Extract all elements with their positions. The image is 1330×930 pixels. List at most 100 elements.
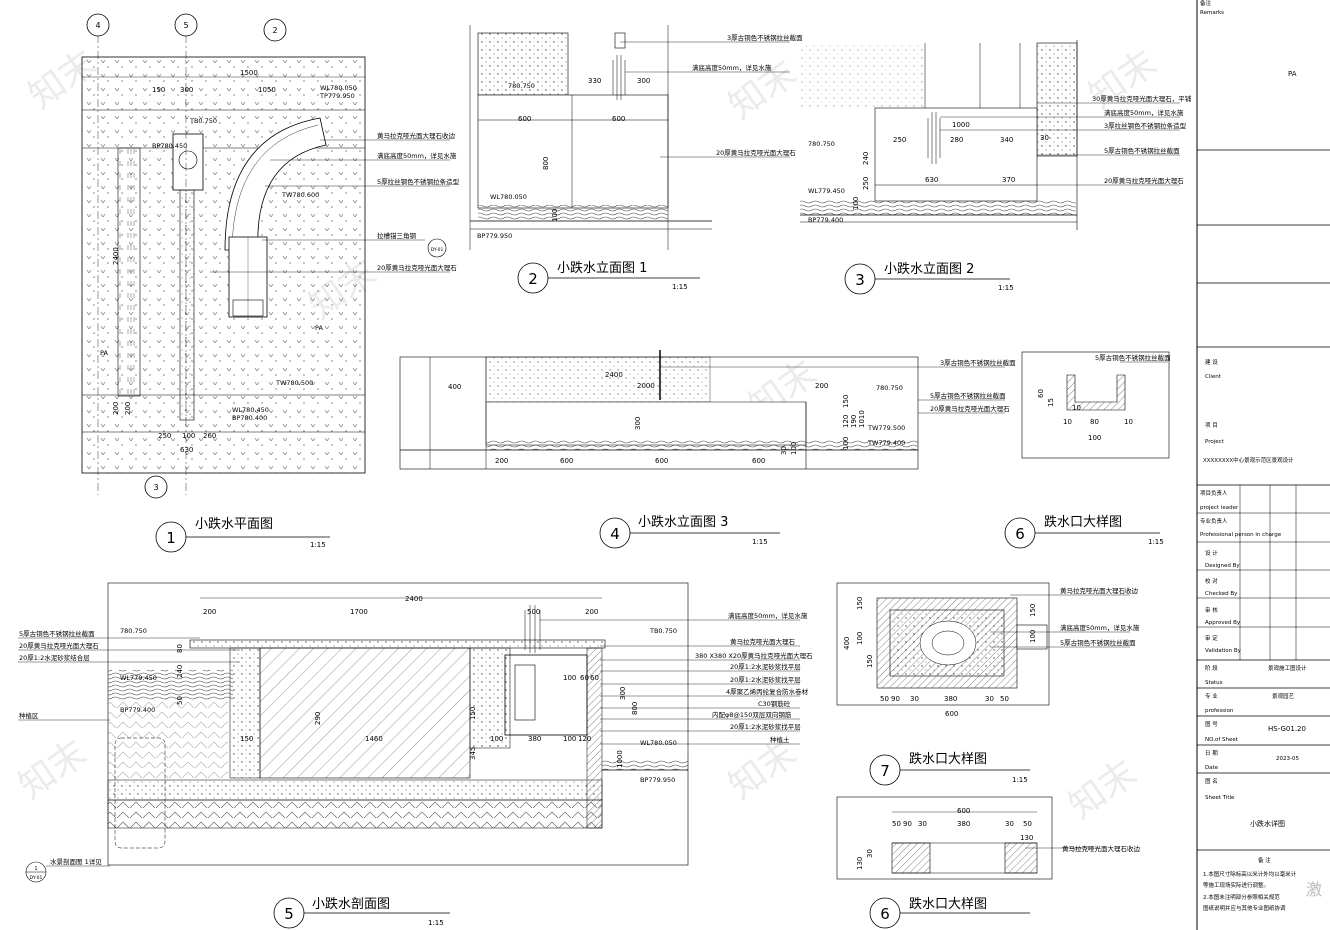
view-title: 小跌水立面图 2 [884, 261, 974, 277]
tb-label: profession [1205, 708, 1234, 714]
dimension: 1000 [616, 750, 624, 768]
material-note: 满底高度50mm，详见水施 [692, 63, 772, 72]
view-number: 1 [166, 529, 176, 547]
view-titles: 1 小跌水平面图 1:15 2 小跌水立面图 1 1:15 3 小跌水立面图 2… [155, 260, 1164, 929]
dimension: 100 [551, 209, 559, 222]
level-mark: PA [100, 349, 109, 357]
tb-label: 专 业 [1205, 692, 1218, 700]
material-note: 5厚古铜色不锈钢拉丝截面 [930, 391, 1006, 400]
dimension: 30 [910, 695, 919, 703]
dimension: 300 [634, 417, 642, 430]
dimension: 100 [563, 674, 576, 682]
view-5-section: 2400 200 1700 500 200 150 1460 100 380 1… [18, 582, 813, 883]
dimension: 200 [495, 457, 508, 465]
dimension: 400 [843, 637, 851, 650]
dimension: 300 [180, 86, 193, 94]
watermark: 知末 [1082, 42, 1165, 117]
tb-role: Designed By [1205, 563, 1240, 569]
dimension: 150 [1029, 604, 1037, 617]
material-note: 4厚聚乙烯丙纶复合防水卷材 [726, 687, 809, 696]
level-mark: BP780.400 [232, 414, 267, 422]
dimension: 250 [158, 432, 171, 440]
material-note: 种植区 [19, 711, 39, 720]
material-note: 满底高度50mm，详见水施 [728, 611, 808, 620]
material-note: 拉槽锚三角钢 [377, 231, 417, 240]
view-number: 3 [855, 271, 865, 289]
dimension: 200 [124, 402, 132, 415]
material-note: 20厚黄马拉克哑光面大理石 [377, 263, 457, 272]
watermark: 知末 [1062, 752, 1145, 827]
dimension: 345 [469, 747, 477, 760]
level-mark: 780.750 [508, 82, 535, 90]
view-title-6: 6 跌水口大样图 1:15 [1004, 514, 1164, 549]
tb-label: NO.of Sheet [1205, 737, 1239, 743]
dimension: 1000 [952, 121, 970, 129]
dimension: 340 [1000, 136, 1013, 144]
level-mark: BP780.450 [152, 142, 187, 150]
dimension: 130 [1020, 834, 1033, 842]
dimension: 60 [580, 674, 589, 682]
tb-label: 图 号 [1205, 720, 1218, 728]
view-title: 跌水口大样图 [909, 896, 987, 912]
dimension: 50 [892, 820, 901, 828]
tb-value: XXXXXXXX中心景观示范区景观设计 [1203, 456, 1294, 464]
material-note: 20厚1:2水泥砂浆找平层 [730, 722, 801, 731]
dimension: 300 [637, 77, 650, 85]
dimension: 800 [631, 702, 639, 715]
dimension: 280 [950, 136, 963, 144]
dimension: 380 [528, 735, 541, 743]
section-ref: 1 [34, 866, 37, 872]
dimension: 50 [1023, 820, 1032, 828]
dimension: 50 [880, 695, 889, 703]
dimension: 300 [619, 687, 627, 700]
view-title-5: 5 小跌水剖面图 1:15 [273, 896, 450, 929]
level-mark: TW780.500 [275, 379, 313, 387]
view-scale: 1:15 [428, 919, 444, 927]
dimension: 200 [203, 608, 216, 616]
level-mark: TW779.500 [867, 424, 905, 432]
view-scale: 1:15 [998, 284, 1014, 292]
section-ref-label: 水景剖面图 1详见 [50, 857, 102, 866]
dimension: 200 [585, 608, 598, 616]
dimension: 80 [176, 644, 184, 653]
material-note: 5厚拉丝钢色不锈钢拉条造型 [377, 177, 460, 186]
material-note: 20厚1:2水泥砂浆结合层 [19, 653, 90, 662]
dimension: 50 [1000, 695, 1009, 703]
dimension: 30 [918, 820, 927, 828]
dimension: 400 [448, 383, 461, 391]
dimension: 30 [1040, 134, 1049, 142]
tb-label: Status [1205, 680, 1223, 686]
view-title: 跌水口大样图 [909, 751, 987, 767]
view-4-elevation: 2400 400 2000 200 300 200 600 600 600 10… [399, 350, 1016, 470]
view-title: 小跌水剖面图 [312, 896, 390, 912]
dimension: 50 [176, 696, 184, 705]
level-mark: WL780.450 [232, 406, 269, 414]
dimension: 10 [1072, 404, 1081, 412]
section-callout: 4 [95, 21, 100, 30]
dimension: 30 [985, 695, 994, 703]
dimension: 2000 [637, 382, 655, 390]
dimension: 380 [944, 695, 957, 703]
section-callout: 5 [183, 21, 188, 30]
dimension: 1050 [258, 86, 276, 94]
tb-value: 景观园艺 [1272, 693, 1295, 700]
material-note: 20厚1:2水泥砂浆找平层 [730, 662, 801, 671]
view-number: 4 [610, 525, 620, 543]
material-note: 黄马拉克哑光面大理石收边 [377, 131, 456, 140]
dimension: 630 [925, 176, 938, 184]
dimension: 100 [563, 735, 576, 743]
material-note: 5厚古铜色不锈钢拉丝截面 [1104, 146, 1180, 155]
tb-label: Project [1205, 439, 1225, 445]
material-note: 种植土 [770, 735, 790, 744]
tb-role: Validation By [1205, 648, 1242, 654]
tb-role: 审 核 [1205, 606, 1218, 614]
tb-label: Client [1205, 374, 1222, 380]
dimension: 120 [578, 735, 591, 743]
dimension: 30 [866, 849, 874, 858]
tb-value: 景观施工图设计 [1268, 664, 1307, 672]
tb-label: 备注 [1200, 0, 1212, 7]
view-title-6b: 6 跌水口大样图 [869, 896, 1030, 929]
tb-remark: 图纸说明并应与其他专业图纸协调 [1203, 904, 1286, 912]
dimension: 1460 [365, 735, 383, 743]
view-title: 小跌水立面图 3 [638, 514, 728, 530]
